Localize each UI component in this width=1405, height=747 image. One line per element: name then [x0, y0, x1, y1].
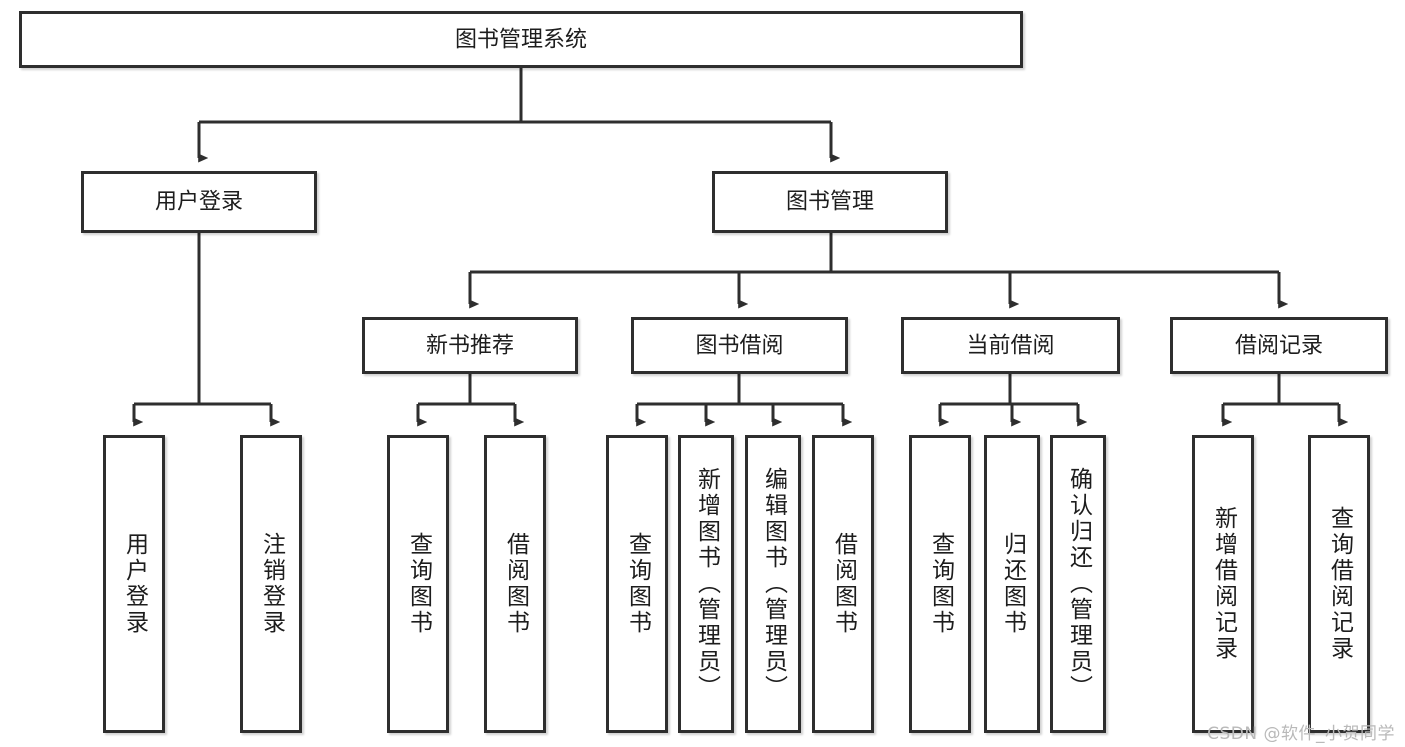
node-leaf-borrow-book-2-label: 借阅图书 — [830, 532, 857, 636]
node-leaf-logout[interactable]: 注销登录 — [240, 435, 302, 733]
node-leaf-query-book-3[interactable]: 查询图书 — [909, 435, 971, 733]
node-current-borrow[interactable]: 当前借阅 — [901, 317, 1120, 374]
node-user-login[interactable]: 用户登录 — [81, 171, 317, 233]
node-user-login-label: 用户登录 — [154, 189, 243, 215]
node-leaf-add-book-label: 新增图书（管理员） — [693, 467, 720, 701]
node-leaf-query-book-1[interactable]: 查询图书 — [387, 435, 449, 733]
node-root-label: 图书管理系统 — [454, 26, 587, 52]
leaf-text-wrap: 借阅图书 — [487, 438, 543, 730]
leaf-text-wrap: 注销登录 — [243, 438, 299, 730]
node-leaf-return-book-label: 归还图书 — [999, 532, 1026, 636]
node-root-system[interactable]: 图书管理系统 — [19, 11, 1023, 68]
node-leaf-confirm-return-label: 确认归还（管理员） — [1065, 467, 1092, 701]
leaf-text-wrap: 查询借阅记录 — [1311, 438, 1367, 730]
node-leaf-add-record-label: 新增借阅记录 — [1210, 506, 1237, 662]
node-leaf-confirm-return[interactable]: 确认归还（管理员） — [1050, 435, 1106, 733]
leaf-text-wrap: 新增借阅记录 — [1195, 438, 1251, 730]
node-leaf-user-login-label: 用户登录 — [121, 532, 148, 636]
leaf-text-wrap: 新增图书（管理员） — [681, 438, 731, 730]
node-leaf-logout-label: 注销登录 — [258, 532, 285, 636]
node-leaf-query-book-3-label: 查询图书 — [927, 532, 954, 636]
leaf-text-wrap: 查询图书 — [912, 438, 968, 730]
node-leaf-borrow-book-2[interactable]: 借阅图书 — [812, 435, 874, 733]
node-leaf-return-book[interactable]: 归还图书 — [984, 435, 1040, 733]
node-leaf-borrow-book-1[interactable]: 借阅图书 — [484, 435, 546, 733]
leaf-text-wrap: 查询图书 — [609, 438, 665, 730]
node-leaf-edit-book[interactable]: 编辑图书（管理员） — [745, 435, 801, 733]
node-borrow-record[interactable]: 借阅记录 — [1170, 317, 1388, 374]
leaf-text-wrap: 借阅图书 — [815, 438, 871, 730]
node-leaf-edit-book-label: 编辑图书（管理员） — [760, 467, 787, 701]
node-leaf-query-record-label: 查询借阅记录 — [1326, 506, 1353, 662]
leaf-text-wrap: 确认归还（管理员） — [1053, 438, 1103, 730]
leaf-text-wrap: 查询图书 — [390, 438, 446, 730]
node-current-borrow-label: 当前借阅 — [966, 332, 1055, 358]
node-new-book-rec[interactable]: 新书推荐 — [362, 317, 578, 374]
node-book-manage-label: 图书管理 — [785, 189, 874, 215]
leaf-text-wrap: 编辑图书（管理员） — [748, 438, 798, 730]
node-leaf-user-login[interactable]: 用户登录 — [103, 435, 165, 733]
node-borrow-record-label: 借阅记录 — [1234, 332, 1323, 358]
node-leaf-query-record[interactable]: 查询借阅记录 — [1308, 435, 1370, 733]
node-leaf-add-book[interactable]: 新增图书（管理员） — [678, 435, 734, 733]
node-book-manage[interactable]: 图书管理 — [712, 171, 948, 233]
node-leaf-query-book-2[interactable]: 查询图书 — [606, 435, 668, 733]
node-new-book-rec-label: 新书推荐 — [425, 332, 514, 358]
node-book-borrow[interactable]: 图书借阅 — [631, 317, 848, 374]
node-leaf-query-book-2-label: 查询图书 — [624, 532, 651, 636]
node-book-borrow-label: 图书借阅 — [695, 332, 784, 358]
leaf-text-wrap: 用户登录 — [106, 438, 162, 730]
node-leaf-borrow-book-1-label: 借阅图书 — [502, 532, 529, 636]
leaf-text-wrap: 归还图书 — [987, 438, 1037, 730]
node-leaf-add-record[interactable]: 新增借阅记录 — [1192, 435, 1254, 733]
node-leaf-query-book-1-label: 查询图书 — [405, 532, 432, 636]
